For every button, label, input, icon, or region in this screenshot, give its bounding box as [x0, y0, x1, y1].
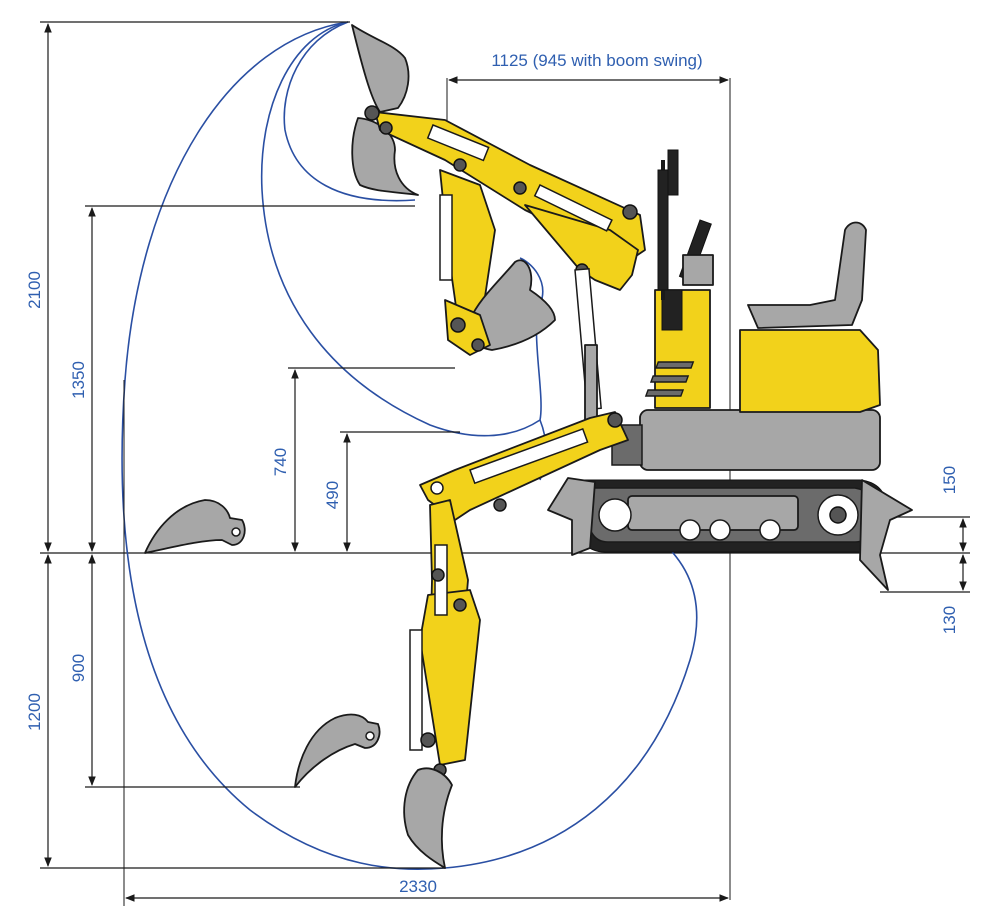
dig-height-label: 2100: [25, 271, 44, 309]
blade-depth-label: 130: [940, 606, 959, 634]
arm-lower-position: [403, 499, 481, 869]
arm-upper-position: [351, 24, 646, 336]
blade-lift-label: 150: [940, 466, 959, 494]
bucket-ground: [144, 499, 246, 554]
reach-label: 2330: [399, 877, 437, 896]
bucket-wall: [294, 713, 381, 788]
tail-swing-label: 1125 (945 with boom swing): [491, 51, 702, 70]
dig-depth-label: 1200: [25, 693, 44, 731]
dozer-blade: [859, 479, 913, 591]
left-dimensions: [40, 21, 460, 869]
dump-height-label: 1350: [69, 361, 88, 399]
engine-hood: [739, 329, 881, 413]
operator-seat: [747, 221, 867, 329]
height-740-label: 740: [271, 448, 290, 476]
excavator-body: [419, 149, 913, 591]
boom-cylinder: [574, 267, 602, 421]
blade-dimensions: [880, 516, 970, 593]
vertical-wall-depth-label: 900: [69, 654, 88, 682]
bucket-mid: [444, 259, 556, 356]
height-490-label: 490: [323, 481, 342, 509]
